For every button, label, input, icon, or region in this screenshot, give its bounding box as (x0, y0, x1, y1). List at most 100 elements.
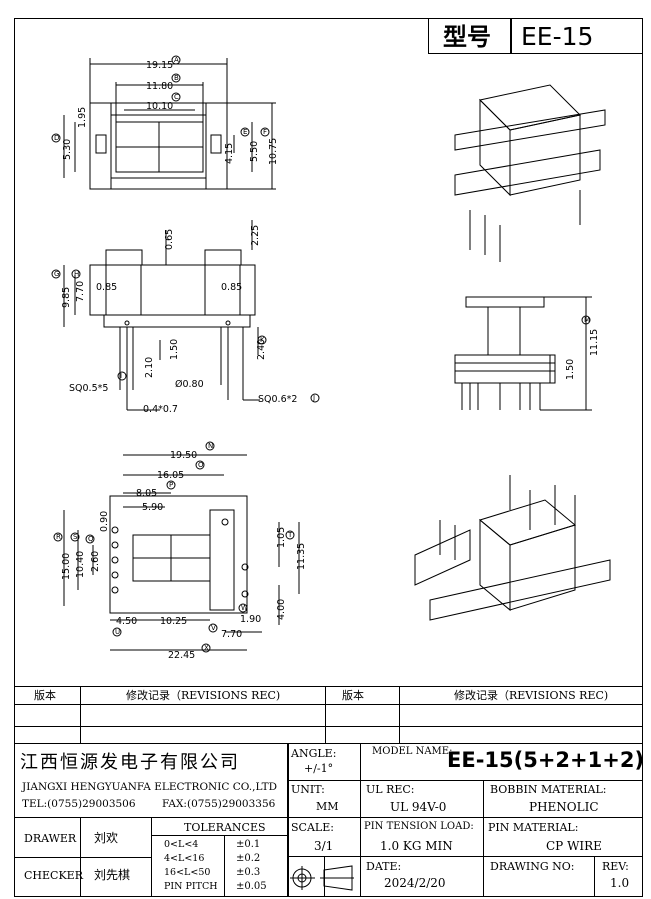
drawing-no-label: DRAWING NO: (490, 860, 575, 873)
tol-range: 16<L<50 (164, 867, 211, 878)
scale-value: 3/1 (314, 839, 334, 853)
ref-letter: T (287, 531, 293, 539)
dim-text: 5.90 (142, 502, 163, 513)
dim-text: 22.45 (168, 650, 195, 661)
ref-letter: B (174, 74, 179, 82)
iso-view-bottom (414, 475, 611, 621)
pin-tension-value: 1.0 KG MIN (380, 839, 453, 853)
dim-text: SQ0.5*5 (69, 383, 108, 394)
ref-letter: H (74, 270, 79, 278)
bottom-view (63, 454, 300, 651)
tol-range: 4<L<16 (164, 853, 205, 864)
dim-text: 11.35 (296, 543, 307, 570)
dim-text: 7.70 (221, 629, 242, 640)
rev-version-header-2: 版本 (342, 689, 364, 702)
date-label: DATE: (366, 860, 402, 873)
pin-material-value: CP WIRE (546, 839, 602, 853)
company-fax: FAX:(0755)29003356 (162, 798, 276, 810)
ref-letter: X (204, 644, 209, 652)
tol-range: 0<L<4 (164, 839, 199, 850)
dim-text: 4.00 (276, 599, 287, 620)
dim-text: 19.15 (146, 60, 173, 71)
unit-value: MM (316, 800, 339, 813)
pin-material-label: PIN MATERIAL: (488, 821, 579, 834)
ref-letter: Q (88, 535, 94, 543)
ref-letter: M (584, 316, 590, 324)
bobbin-material-label: BOBBIN MATERIAL: (490, 783, 607, 796)
type-label: 型号 (443, 23, 491, 51)
company-name-cn: 江西恒源发电子有限公司 (20, 752, 240, 773)
scale-label: SCALE: (291, 821, 334, 834)
dim-text: 0.4*0.7 (143, 404, 178, 415)
pin-tension-label: PIN TENSION LOAD: (364, 821, 474, 832)
tol-range: PIN PITCH (164, 881, 218, 892)
ref-letter: C (174, 93, 179, 101)
dim-text: 2.25 (250, 225, 261, 246)
dim-text: 7.70 (75, 281, 86, 302)
angle-value: +/-1° (304, 762, 334, 775)
dim-text: 10.25 (160, 616, 187, 627)
technical-drawing: 19.15 11.80 10.10 1.95 5.30 4.15 5.50 10… (51, 55, 611, 661)
angle-label: ANGLE: (291, 747, 337, 760)
dim-text: 10.10 (146, 101, 173, 112)
model-name-value: EE-15(5+2+1+2) (447, 748, 645, 772)
side-view (454, 296, 592, 411)
ref-letter: U (115, 628, 120, 636)
dim-text: 1.50 (169, 339, 180, 360)
revisions-table: 版本 修改记录（REVISIONS REC) 版本 修改记录（REVISIONS… (14, 686, 643, 744)
ref-letter: F (263, 128, 267, 136)
dim-text: 5.30 (62, 139, 73, 160)
model-name-label: MODEL NAME: (372, 746, 453, 757)
projection-symbol-icon (290, 865, 354, 891)
dim-text: Ø0.80 (175, 379, 204, 390)
dim-text: 9.85 (61, 287, 72, 308)
tol-value: ±0.3 (236, 867, 261, 878)
front-view (63, 220, 260, 411)
company-name-en: JIANGXI HENGYUANFA ELECTRONIC CO.,LTD (22, 781, 278, 793)
rev-version-header: 版本 (34, 689, 56, 702)
ref-letter: G (54, 270, 59, 278)
dim-text: 16.05 (157, 470, 184, 481)
dim-text: 11.80 (146, 81, 173, 92)
tol-value: ±0.1 (236, 839, 261, 850)
ul-rec-value: UL 94V-0 (390, 800, 447, 814)
unit-label: UNIT: (291, 783, 325, 796)
ref-letter: P (169, 481, 173, 489)
tolerances-title: TOLERANCES (184, 821, 266, 834)
dim-text: 1.50 (565, 359, 576, 380)
ul-rec-label: UL REC: (366, 783, 415, 796)
rev-value: 1.0 (610, 876, 630, 890)
sheet-border (14, 18, 643, 897)
dim-text: 1.95 (77, 107, 88, 128)
ref-letter: V (211, 624, 216, 632)
date-value: 2024/2/20 (384, 876, 446, 890)
rev-label: REV: (602, 860, 629, 873)
ref-letter: I (120, 372, 122, 380)
dim-text: 4.50 (116, 616, 137, 627)
top-view (63, 58, 276, 190)
iso-view-top (454, 84, 606, 262)
dim-text: 1.05 (276, 527, 287, 548)
dim-text: SQ0.6*2 (258, 394, 297, 405)
dim-text: 2.60 (90, 551, 101, 572)
dim-text: 2.40 (256, 339, 267, 360)
checker-name: 刘先棋 (94, 868, 131, 882)
checker-label: CHECKER (24, 869, 83, 882)
dim-text: 1.90 (240, 614, 261, 625)
bobbin-material-value: PHENOLIC (529, 800, 599, 814)
title-block: 江西恒源发电子有限公司 JIANGXI HENGYUANFA ELECTRONI… (14, 744, 645, 897)
rev-record-header-2: 修改记录（REVISIONS REC) (454, 689, 609, 702)
ref-letter: S (73, 533, 78, 541)
company-tel: TEL:(0755)29003506 (22, 798, 136, 810)
ref-letter: R (56, 533, 61, 541)
tol-value: ±0.2 (236, 853, 261, 864)
dim-text: 15.00 (61, 553, 72, 580)
ref-letter: J (312, 394, 315, 402)
ref-letter: O (198, 461, 204, 469)
dim-text: 11.15 (589, 329, 600, 356)
tol-value: ±0.05 (236, 881, 267, 892)
rev-record-header: 修改记录（REVISIONS REC) (126, 689, 281, 702)
dim-text: 5.50 (249, 141, 260, 162)
ref-letter: A (174, 56, 179, 64)
dim-text: 2.10 (144, 357, 155, 378)
